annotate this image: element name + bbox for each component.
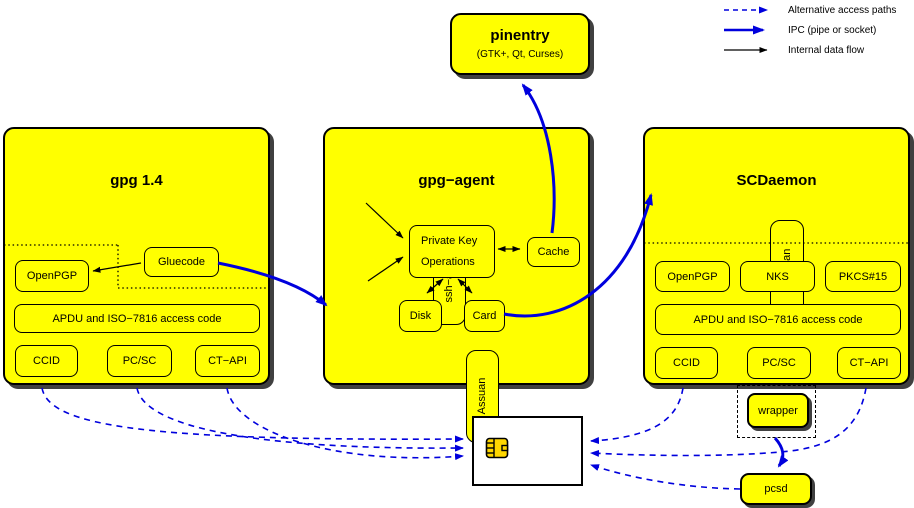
gpg-agent-title: gpg−agent bbox=[418, 172, 495, 189]
gpg14-gluecode-box: Gluecode bbox=[144, 247, 219, 277]
legend-item-ipc: IPC (pipe or socket) bbox=[723, 20, 896, 40]
smartcard bbox=[472, 416, 583, 486]
scdaemon-box: SCDaemon Assuan OpenPGP NKS PKCS#15 APDU… bbox=[643, 127, 910, 385]
scdaemon-nks-box: NKS bbox=[740, 261, 815, 292]
gpg-agent-cache-box: Cache bbox=[527, 237, 580, 267]
gpg14-openpgp-box: OpenPGP bbox=[15, 260, 89, 292]
pinentry-title: pinentry bbox=[490, 27, 550, 45]
pko-line1: Private Key bbox=[421, 234, 478, 247]
smartcard-chip-icon bbox=[485, 437, 509, 459]
pko-line2: Operations bbox=[421, 255, 475, 268]
scdaemon-apdu-box: APDU and ISO−7816 access code bbox=[655, 304, 901, 335]
gpg14-box: gpg 1.4 OpenPGP Gluecode APDU and ISO−78… bbox=[3, 127, 270, 385]
alt-gpg14-ccid-to-card bbox=[41, 387, 464, 443]
gpg-agent-disk-box: Disk bbox=[399, 300, 442, 332]
alt-gpg14-ctapi-to-card bbox=[226, 387, 464, 461]
gpg14-title: gpg 1.4 bbox=[110, 172, 163, 189]
scdaemon-pcsc-box: PC/SC bbox=[747, 347, 811, 379]
scdaemon-ccid-box: CCID bbox=[655, 347, 718, 379]
gpg-agent-private-key-operations-box: Private Key Operations bbox=[409, 225, 495, 278]
gpg14-apdu-box: APDU and ISO−7816 access code bbox=[14, 304, 260, 333]
scdaemon-ctapi-box: CT−API bbox=[837, 347, 901, 379]
ipc-arrow-icon bbox=[724, 25, 765, 35]
legend-label-internal: Internal data flow bbox=[788, 44, 865, 56]
gpg-agent-box: gpg−agent ssh−agent Assuan Private Key O… bbox=[323, 127, 590, 443]
legend-label-ipc: IPC (pipe or socket) bbox=[788, 24, 877, 36]
gpg14-ctapi-box: CT−API bbox=[195, 345, 260, 377]
gpg-agent-card-box: Card bbox=[464, 300, 505, 332]
gpg-agent-assuan-label: Assuan bbox=[476, 377, 488, 415]
scdaemon-title: SCDaemon bbox=[736, 172, 817, 189]
legend-item-alternative: Alternative access paths bbox=[723, 0, 896, 20]
wrapper-dashed-outline: wrapper bbox=[737, 385, 816, 438]
legend-label-alternative: Alternative access paths bbox=[788, 4, 897, 16]
alt-pcsd-to-card bbox=[590, 464, 741, 490]
gpg14-ccid-box: CCID bbox=[15, 345, 78, 377]
ipc-wrapper-to-pcsd bbox=[773, 437, 789, 468]
legend-item-internal: Internal data flow bbox=[723, 40, 896, 60]
pinentry-box: pinentry (GTK+, Qt, Curses) bbox=[450, 13, 590, 75]
dashed-arrow-icon bbox=[724, 6, 768, 14]
pinentry-subtitle: (GTK+, Qt, Curses) bbox=[476, 48, 564, 60]
alt-scdaemon-ctapi-to-card bbox=[590, 387, 867, 457]
internal-arrow-icon bbox=[724, 47, 768, 53]
legend: Alternative access paths IPC (pipe or so… bbox=[723, 0, 896, 60]
pcsd-box: pcsd bbox=[740, 473, 812, 505]
alt-gpg14-pcsc-to-card bbox=[136, 387, 464, 452]
scdaemon-openpgp-box: OpenPGP bbox=[655, 261, 730, 292]
gpg14-pcsc-box: PC/SC bbox=[107, 345, 172, 377]
wrapper-box: wrapper bbox=[747, 393, 809, 428]
alt-scdaemon-ccid-to-card bbox=[590, 387, 684, 444]
scdaemon-pkcs15-box: PKCS#15 bbox=[825, 261, 901, 292]
